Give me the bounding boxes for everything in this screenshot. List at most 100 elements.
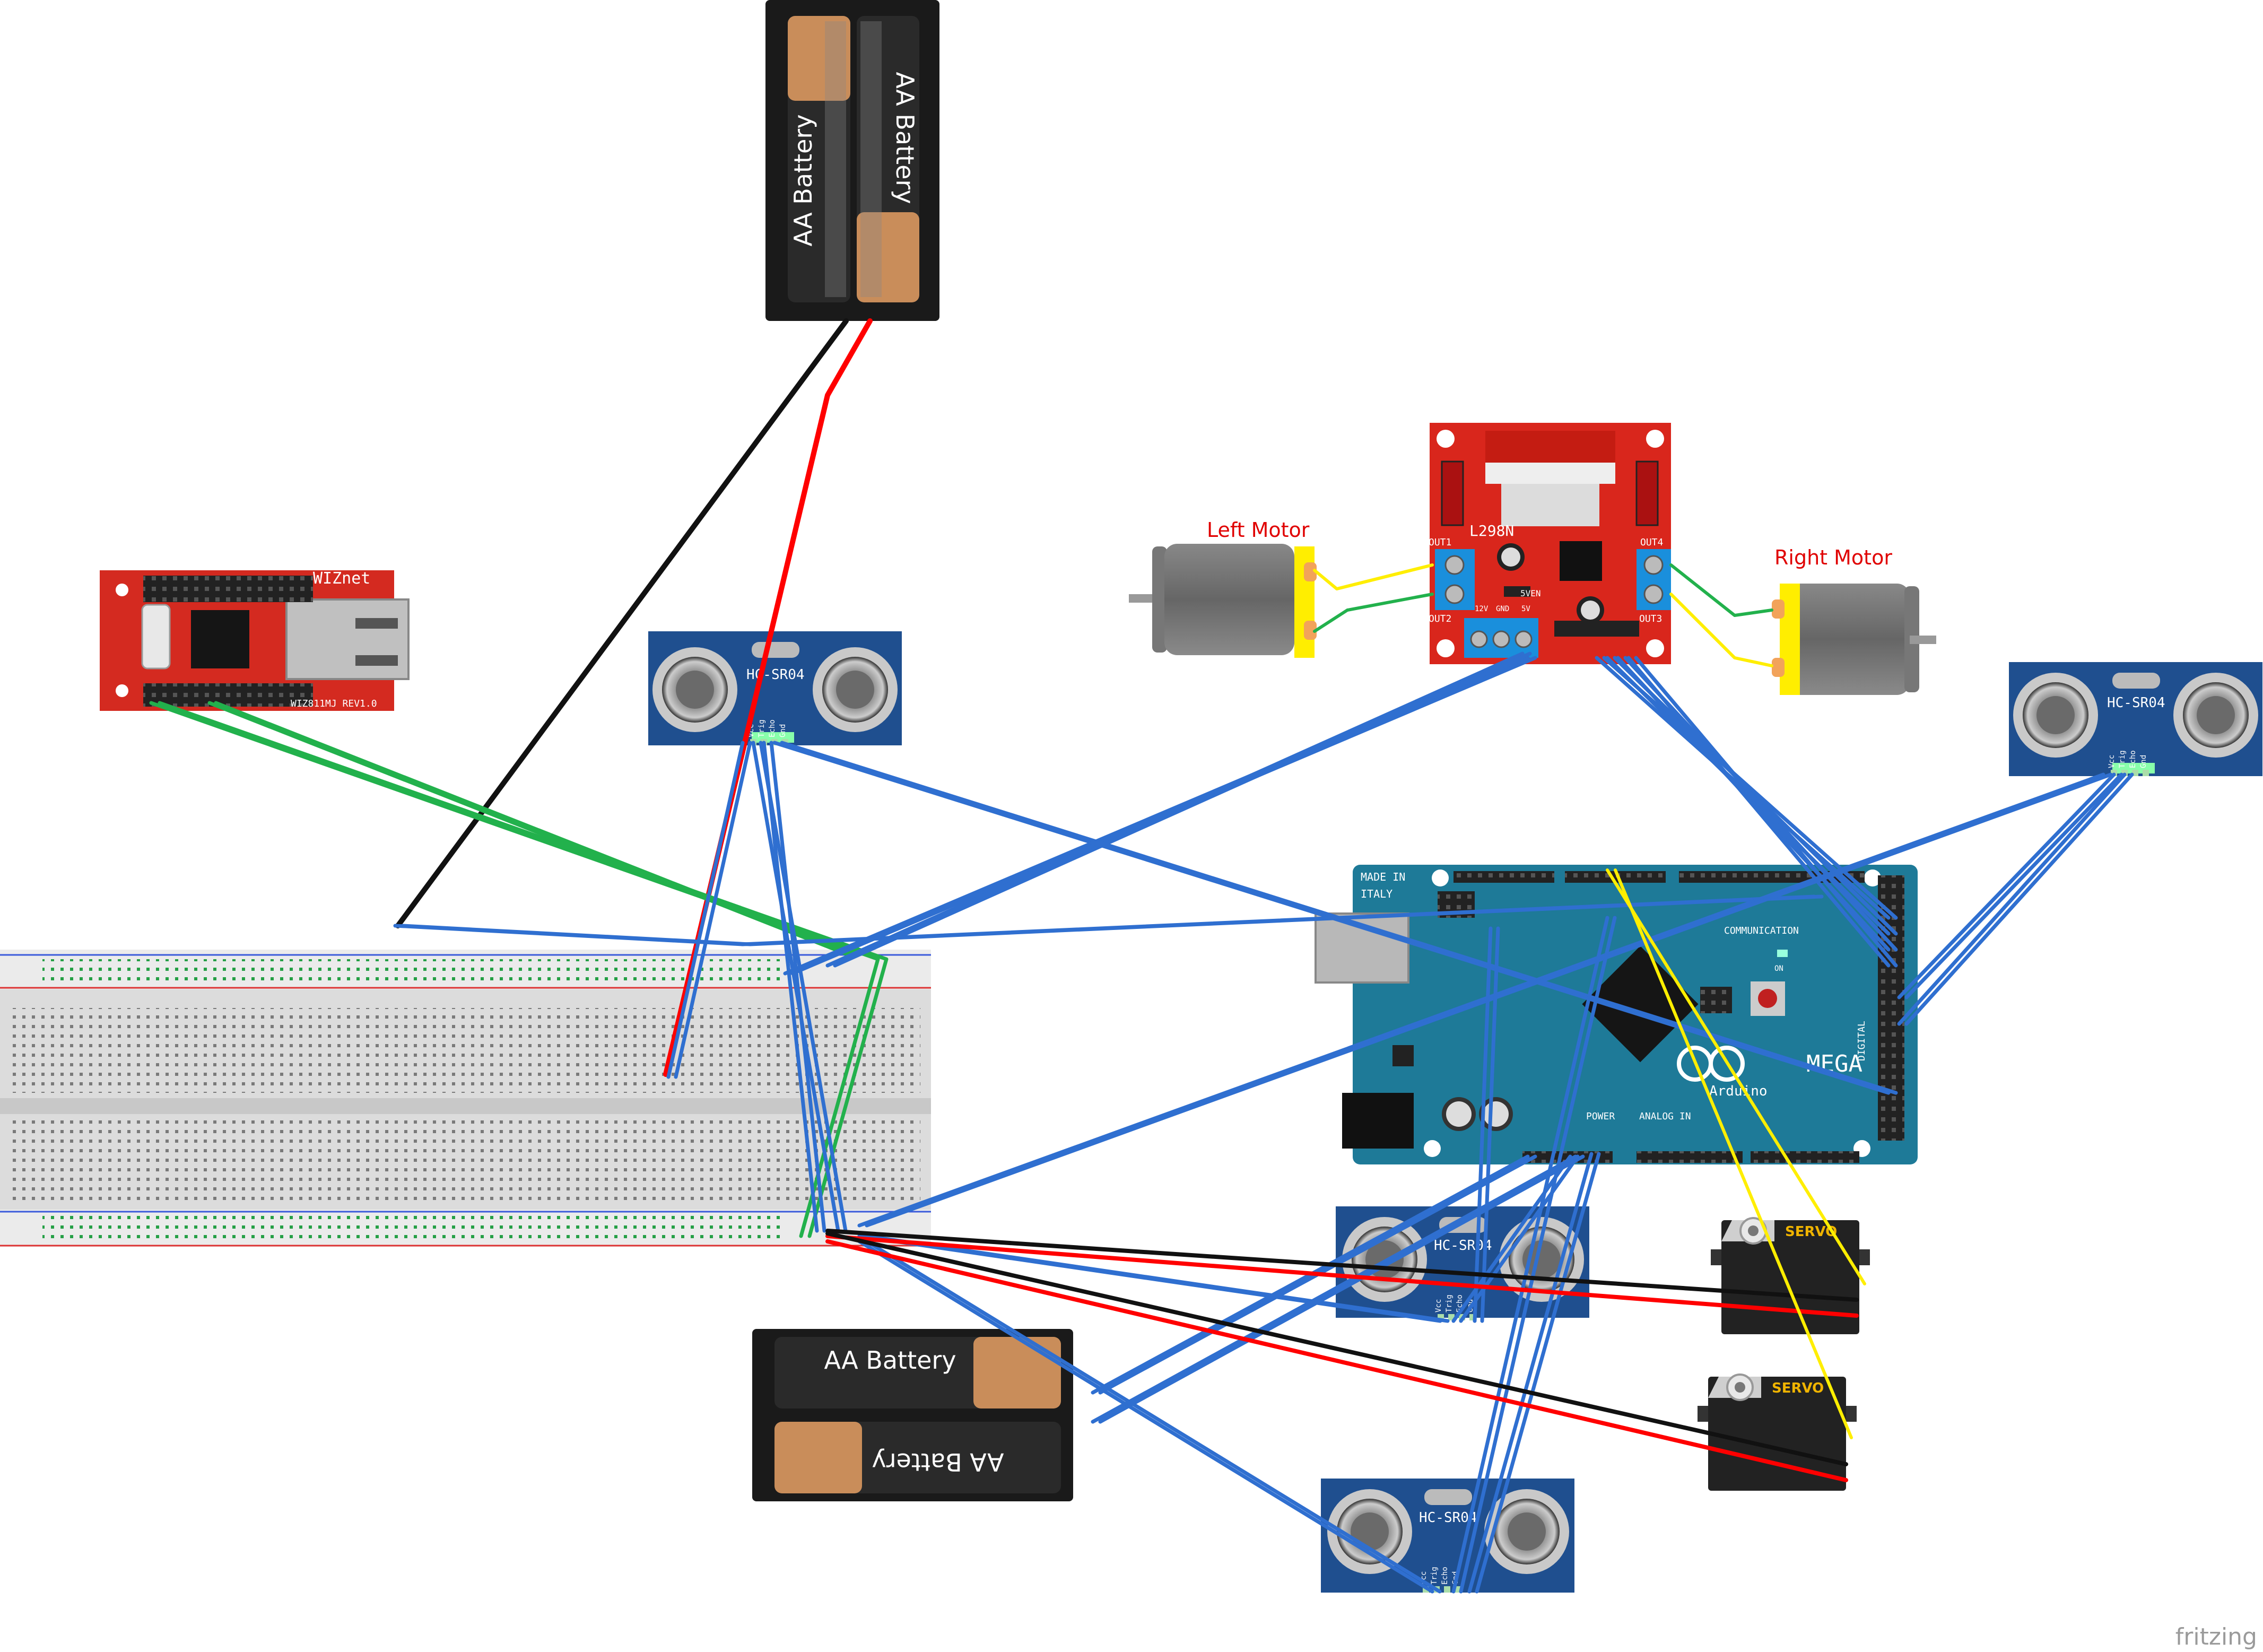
wire — [825, 1234, 1859, 1318]
wire — [865, 1239, 1442, 1594]
driver-out3: OUT3 — [1639, 613, 1662, 624]
driver-12v: 12V — [1475, 605, 1489, 613]
wiznet-module: WIZnet WIZ811MJ REV1.0 — [100, 569, 410, 711]
mega-brand: Arduino — [1709, 1083, 1768, 1099]
wire — [158, 701, 889, 1238]
wire — [857, 1239, 1434, 1594]
driver-chip-label: L298N — [1469, 522, 1514, 540]
wire — [1480, 926, 1500, 1323]
wire — [769, 741, 826, 1233]
servo-1: SERVO — [1711, 1217, 1870, 1334]
sensor-pin-label: Gnd — [779, 724, 787, 737]
sensor-pin-label: Vcc — [1434, 1299, 1443, 1312]
fritzing-watermark: fritzing — [2175, 1623, 2257, 1650]
sensor-label: HC-SR04 — [746, 667, 805, 683]
wire — [759, 741, 848, 1233]
wire — [1473, 926, 1493, 1323]
wire — [1098, 1154, 1585, 1424]
battery-pack-top: AA Battery AA Battery — [765, 0, 939, 321]
wire — [1459, 1154, 1580, 1323]
sensor-pin-label: Trig — [1430, 1567, 1439, 1585]
sensor-label: HC-SR04 — [2107, 695, 2165, 711]
mega-digital: DIGITAL — [1856, 1021, 1867, 1061]
wire — [751, 741, 840, 1233]
wire — [1634, 656, 1898, 968]
mega-comm: COMMUNICATION — [1724, 925, 1799, 936]
wire — [1606, 868, 1866, 1285]
sensor-pin-label: Echo — [2129, 750, 2137, 768]
wire — [1313, 563, 1434, 590]
right-motor: Right Motor — [1772, 546, 1936, 695]
sensor-pin-label: Trig — [758, 719, 766, 737]
driver-gnd: GND — [1496, 605, 1509, 613]
wire — [1614, 868, 1853, 1439]
wire — [1904, 772, 2134, 1026]
driver-5v: 5V — [1521, 605, 1530, 613]
motor-driver-l298n: L298N OUT1 OUT2 OUT3 OUT4 5VEN 12V GND 5… — [1429, 423, 1671, 664]
wire — [214, 701, 857, 957]
mega-analog: ANALOG IN — [1639, 1111, 1691, 1122]
mega-on: ON — [1774, 964, 1783, 973]
breadboard — [0, 950, 931, 1247]
wire — [149, 701, 880, 1238]
wire — [401, 894, 1824, 946]
driver-out4: OUT4 — [1640, 537, 1663, 548]
mega-made-in: MADE IN — [1361, 871, 1405, 883]
sensor-pin-label: Trig — [1445, 1294, 1453, 1312]
sensor-pin-label: Echo — [1441, 1567, 1449, 1585]
sensor-pin-label: Echo — [768, 719, 777, 737]
driver-5ven: 5VEN — [1520, 588, 1541, 598]
wire — [833, 651, 1532, 968]
wire — [762, 741, 819, 1233]
wire — [825, 1229, 1859, 1302]
sensor-pin-label: Gnd — [2139, 755, 2148, 768]
wire — [1451, 916, 1609, 1594]
wire — [857, 772, 2105, 1228]
servo-label: SERVO — [1772, 1380, 1824, 1396]
wire — [865, 1234, 1450, 1323]
left-motor-label: Left Motor — [1207, 518, 1310, 542]
wires — [149, 318, 2134, 1594]
wire — [207, 701, 851, 957]
wire — [825, 1239, 1848, 1482]
battery-label: AA Battery — [789, 114, 817, 246]
wire — [825, 651, 1525, 968]
battery-cell: AA Battery — [788, 16, 850, 302]
wire — [1091, 1154, 1578, 1424]
driver-out1: OUT1 — [1429, 537, 1451, 548]
wire — [666, 741, 745, 1079]
wire — [1467, 1152, 1594, 1594]
wire — [1904, 772, 2123, 999]
left-motor: Left Motor — [1129, 518, 1317, 658]
wiznet-model: WIZ811MJ REV1.0 — [291, 698, 377, 709]
mega-power: POWER — [1586, 1111, 1615, 1122]
battery-cell: AA Battery — [857, 16, 919, 302]
wire — [1475, 1152, 1601, 1594]
right-motor-label: Right Motor — [1774, 546, 1892, 569]
wire — [1897, 772, 2116, 999]
wire — [395, 318, 849, 928]
battery-label: AA Battery — [824, 1346, 956, 1375]
wire — [1626, 656, 1891, 968]
battery-label: AA Battery — [872, 1448, 1004, 1476]
sensor-pin-label: Vcc — [2108, 755, 2116, 768]
wire — [1897, 772, 2127, 1026]
servo-2: SERVO — [1698, 1373, 1857, 1491]
sensor-label: HC-SR04 — [1434, 1238, 1492, 1254]
battery-label: AA Battery — [891, 72, 919, 204]
wire — [825, 1231, 1848, 1466]
wire — [1669, 593, 1773, 667]
wire — [1459, 916, 1617, 1594]
mega-italy: ITALY — [1361, 888, 1392, 900]
battery-pack-bottom: AA Battery AA Battery — [752, 1329, 1073, 1501]
wire — [1451, 1154, 1572, 1323]
sensor-pin-label: Trig — [2118, 750, 2127, 768]
wire — [1669, 563, 1773, 617]
driver-out2: OUT2 — [1429, 613, 1451, 624]
wiznet-brand: WIZnet — [313, 569, 370, 588]
